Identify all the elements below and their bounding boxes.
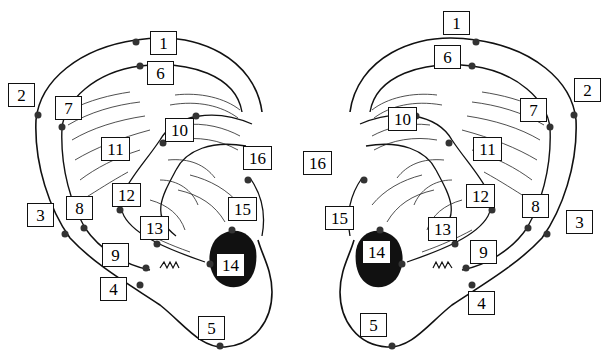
callout-box: 1 — [150, 31, 177, 55]
callout-number: 6 — [443, 49, 452, 66]
callout-box: 14 — [216, 253, 245, 277]
callout-box: 2 — [574, 78, 601, 102]
callout-box: 13 — [428, 217, 457, 241]
callout-number: 12 — [472, 188, 489, 205]
callout-box: 5 — [198, 316, 225, 340]
callout-number: 7 — [64, 100, 73, 117]
callout-number: 11 — [107, 141, 123, 158]
callout-box: 12 — [112, 183, 141, 207]
callout-number: 16 — [249, 150, 266, 167]
right-ear — [340, 38, 578, 349]
callout-number: 10 — [171, 122, 188, 139]
callout-box: 15 — [325, 206, 354, 230]
callout-box: 10 — [388, 107, 417, 131]
callout-number: 4 — [109, 281, 118, 298]
callout-number: 2 — [17, 87, 26, 104]
callout-number: 6 — [156, 65, 165, 82]
callout-number: 1 — [159, 35, 168, 52]
callout-box: 9 — [102, 243, 129, 267]
callout-box: 11 — [473, 137, 502, 161]
callout-box: 2 — [8, 83, 35, 107]
callout-box: 9 — [470, 240, 497, 264]
callout-box: 6 — [147, 61, 174, 85]
callout-number: 14 — [368, 244, 385, 261]
callout-number: 7 — [529, 102, 538, 119]
callout-number: 4 — [477, 295, 486, 312]
callout-box: 14 — [362, 240, 391, 264]
callout-box: 16 — [303, 151, 332, 175]
callout-number: 12 — [118, 187, 135, 204]
callout-box: 3 — [566, 210, 593, 234]
callout-number: 13 — [434, 221, 451, 238]
callout-box: 15 — [228, 197, 257, 221]
callout-number: 15 — [331, 210, 348, 227]
callout-number: 11 — [479, 141, 495, 158]
callout-number: 13 — [146, 220, 163, 237]
callout-number: 9 — [479, 244, 488, 261]
callout-number: 10 — [394, 111, 411, 128]
callout-number: 5 — [207, 320, 216, 337]
callout-number: 1 — [452, 15, 461, 32]
callout-box: 3 — [27, 203, 54, 227]
callout-number: 8 — [531, 198, 540, 215]
callout-box: 5 — [360, 313, 387, 337]
callout-number: 16 — [309, 155, 326, 172]
callout-box: 4 — [468, 291, 495, 315]
callout-box: 12 — [466, 184, 495, 208]
callout-number: 3 — [575, 214, 584, 231]
callout-number: 8 — [75, 200, 84, 217]
callout-number: 5 — [369, 317, 378, 334]
callout-box: 8 — [66, 196, 93, 220]
callout-box: 10 — [165, 118, 194, 142]
callout-box: 1 — [443, 11, 470, 35]
callout-box: 4 — [100, 277, 127, 301]
callout-box: 7 — [55, 96, 82, 120]
callout-box: 13 — [140, 216, 169, 240]
callout-box: 6 — [434, 45, 461, 69]
callout-box: 16 — [243, 146, 272, 170]
callout-number: 14 — [222, 257, 239, 274]
callout-box: 7 — [520, 98, 547, 122]
callout-box: 8 — [522, 194, 549, 218]
left-ear — [35, 38, 273, 349]
callout-box: 11 — [101, 137, 130, 161]
callout-number: 15 — [234, 201, 251, 218]
callout-number: 2 — [583, 82, 592, 99]
callout-number: 9 — [111, 247, 120, 264]
callout-number: 3 — [36, 207, 45, 224]
